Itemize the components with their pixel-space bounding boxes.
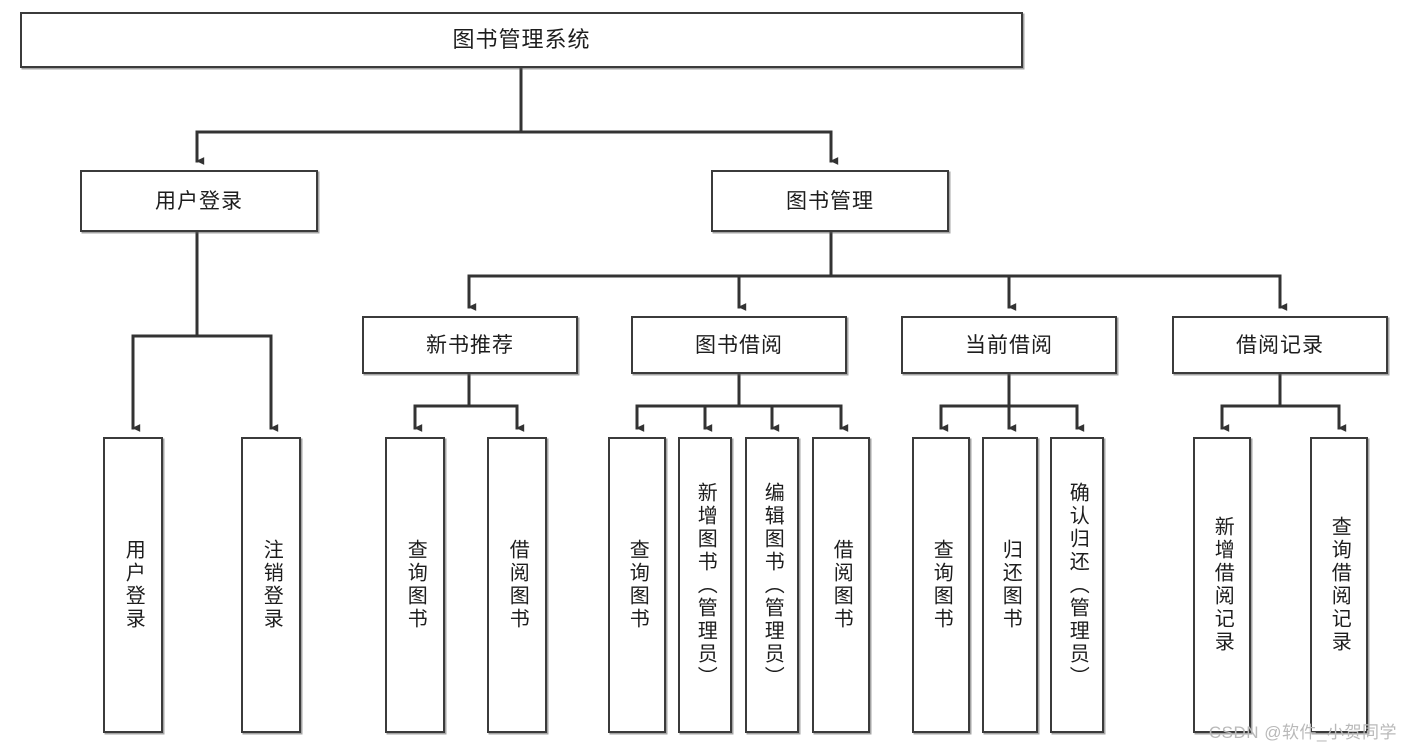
leaf-current-borrow-confirm-return-admin[interactable]: 确认归还（管理员）: [1050, 437, 1104, 733]
leaf-book-borrow-edit-admin[interactable]: 编辑图书（管理员）: [745, 437, 799, 733]
node-root-book-management-system[interactable]: 图书管理系统: [20, 12, 1023, 68]
leaf-user-login-logout[interactable]: 注销登录: [241, 437, 301, 733]
leaf-new-book-borrow[interactable]: 借阅图书: [487, 437, 547, 733]
watermark-text: CSDN @软件_小贺同学: [1208, 723, 1397, 742]
node-label: 编辑图书（管理员）: [761, 481, 784, 689]
node-current-borrow[interactable]: 当前借阅: [901, 316, 1117, 374]
leaf-new-book-query[interactable]: 查询图书: [385, 437, 445, 733]
leaf-borrow-record-add[interactable]: 新增借阅记录: [1193, 437, 1251, 733]
node-label: 查询借阅记录: [1328, 516, 1351, 654]
node-label: 新增借阅记录: [1211, 516, 1234, 654]
node-book-borrow[interactable]: 图书借阅: [631, 316, 847, 374]
leaf-borrow-record-query[interactable]: 查询借阅记录: [1310, 437, 1368, 733]
node-label: 查询图书: [404, 539, 427, 631]
node-label: 用户登录: [155, 189, 243, 213]
node-label: 确认归还（管理员）: [1066, 481, 1089, 689]
node-label: 借阅图书: [830, 539, 853, 631]
leaf-user-login-login[interactable]: 用户登录: [103, 437, 163, 733]
node-label: 借阅记录: [1236, 333, 1324, 357]
node-label: 借阅图书: [506, 539, 529, 631]
node-new-book-recommend[interactable]: 新书推荐: [362, 316, 578, 374]
node-borrow-record[interactable]: 借阅记录: [1172, 316, 1388, 374]
node-label: 用户登录: [122, 539, 145, 631]
leaf-book-borrow-borrow[interactable]: 借阅图书: [812, 437, 870, 733]
node-label: 查询图书: [930, 539, 953, 631]
node-label: 注销登录: [260, 539, 283, 631]
node-label: 当前借阅: [965, 333, 1053, 357]
node-label: 新书推荐: [426, 333, 514, 357]
node-book-management[interactable]: 图书管理: [711, 170, 949, 232]
node-label: 新增图书（管理员）: [694, 481, 717, 689]
leaf-book-borrow-add-admin[interactable]: 新增图书（管理员）: [678, 437, 732, 733]
node-label: 图书管理系统: [452, 27, 591, 52]
node-label: 图书借阅: [695, 333, 783, 357]
node-label: 归还图书: [999, 539, 1022, 631]
leaf-book-borrow-query[interactable]: 查询图书: [608, 437, 666, 733]
node-label: 查询图书: [626, 539, 649, 631]
leaf-current-borrow-return[interactable]: 归还图书: [982, 437, 1038, 733]
node-label: 图书管理: [786, 189, 874, 213]
leaf-current-borrow-query[interactable]: 查询图书: [912, 437, 970, 733]
node-user-login[interactable]: 用户登录: [80, 170, 318, 232]
